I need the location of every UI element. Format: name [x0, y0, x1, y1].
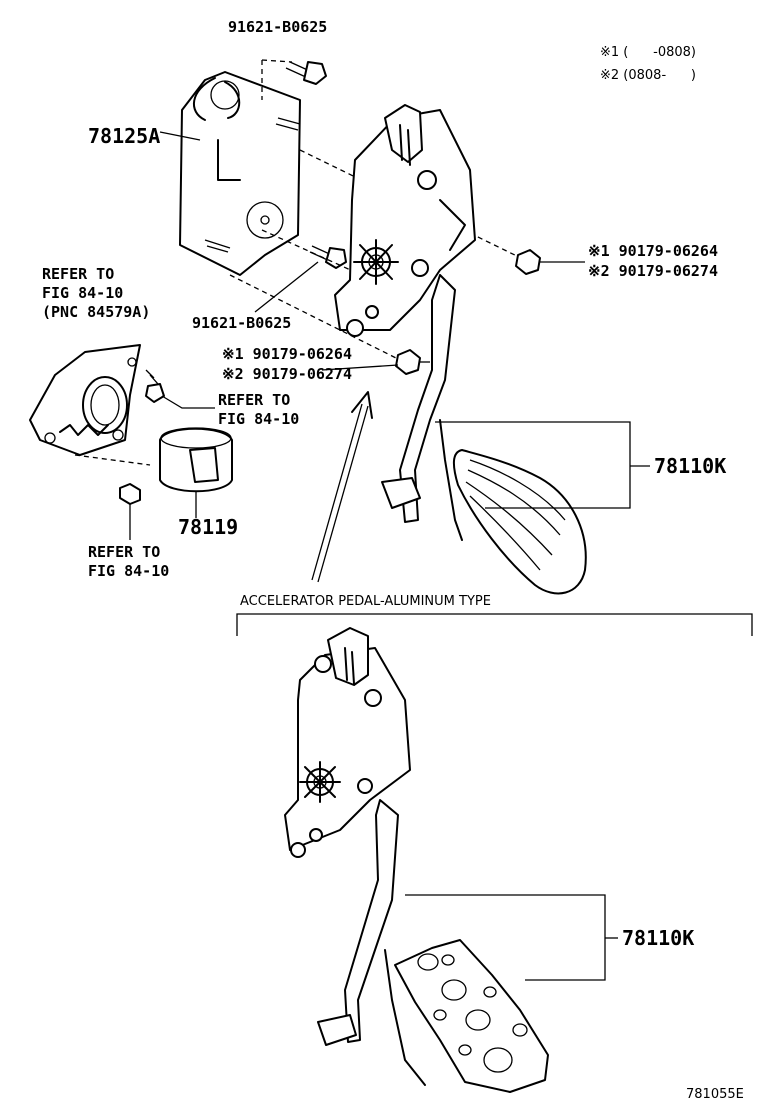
- upper-pedal-assembly-drawing: [334, 104, 587, 595]
- caption-aluminum-type: ACCELERATOR PEDAL-ALUMINUM TYPE: [240, 594, 491, 609]
- nut-right-drawing: [515, 249, 585, 275]
- label-pedal-78110k-bottom: 78110K: [622, 926, 695, 950]
- left-housing-drawing: [29, 344, 151, 466]
- label-bracket-78125a: 78125A: [88, 124, 161, 148]
- bottom-bolt-drawing: [254, 245, 347, 313]
- label-nut-right-2: ※2 90179-06274: [588, 262, 718, 280]
- label-refer-bottom: REFER TO FIG 84-10: [88, 543, 170, 580]
- left-nut-drawing: [119, 483, 141, 540]
- label-bolt-bottom: 91621-B0625: [192, 314, 292, 332]
- part-78119-drawing: [159, 427, 233, 518]
- assembly-arrow: [311, 391, 373, 583]
- label-nut-mid-1: ※1 90179-06264: [222, 345, 352, 363]
- note-2: ※2 (0808- ): [600, 68, 697, 83]
- bracket-78125a-drawing: [179, 71, 301, 276]
- note-1: ※1 ( -0808): [600, 45, 697, 60]
- nut-mid-drawing: [395, 349, 430, 375]
- label-nut-mid-2: ※2 90179-06274: [222, 365, 352, 383]
- label-refer-mid: REFER TO FIG 84-10: [218, 391, 300, 428]
- lower-pedal-assembly-drawing: [284, 627, 549, 1093]
- label-part-78119: 78119: [178, 515, 239, 539]
- label-nut-right-1: ※1 90179-06264: [588, 242, 718, 260]
- top-bolt-drawing: [261, 59, 327, 100]
- label-bolt-top: 91621-B0625: [228, 18, 328, 36]
- label-refer-left: REFER TO FIG 84-10 (PNC 84579A): [42, 265, 151, 321]
- figure-code: 781055E: [686, 1087, 744, 1102]
- small-bolt-drawing: [145, 369, 215, 409]
- label-pedal-78110k-top: 78110K: [654, 454, 727, 478]
